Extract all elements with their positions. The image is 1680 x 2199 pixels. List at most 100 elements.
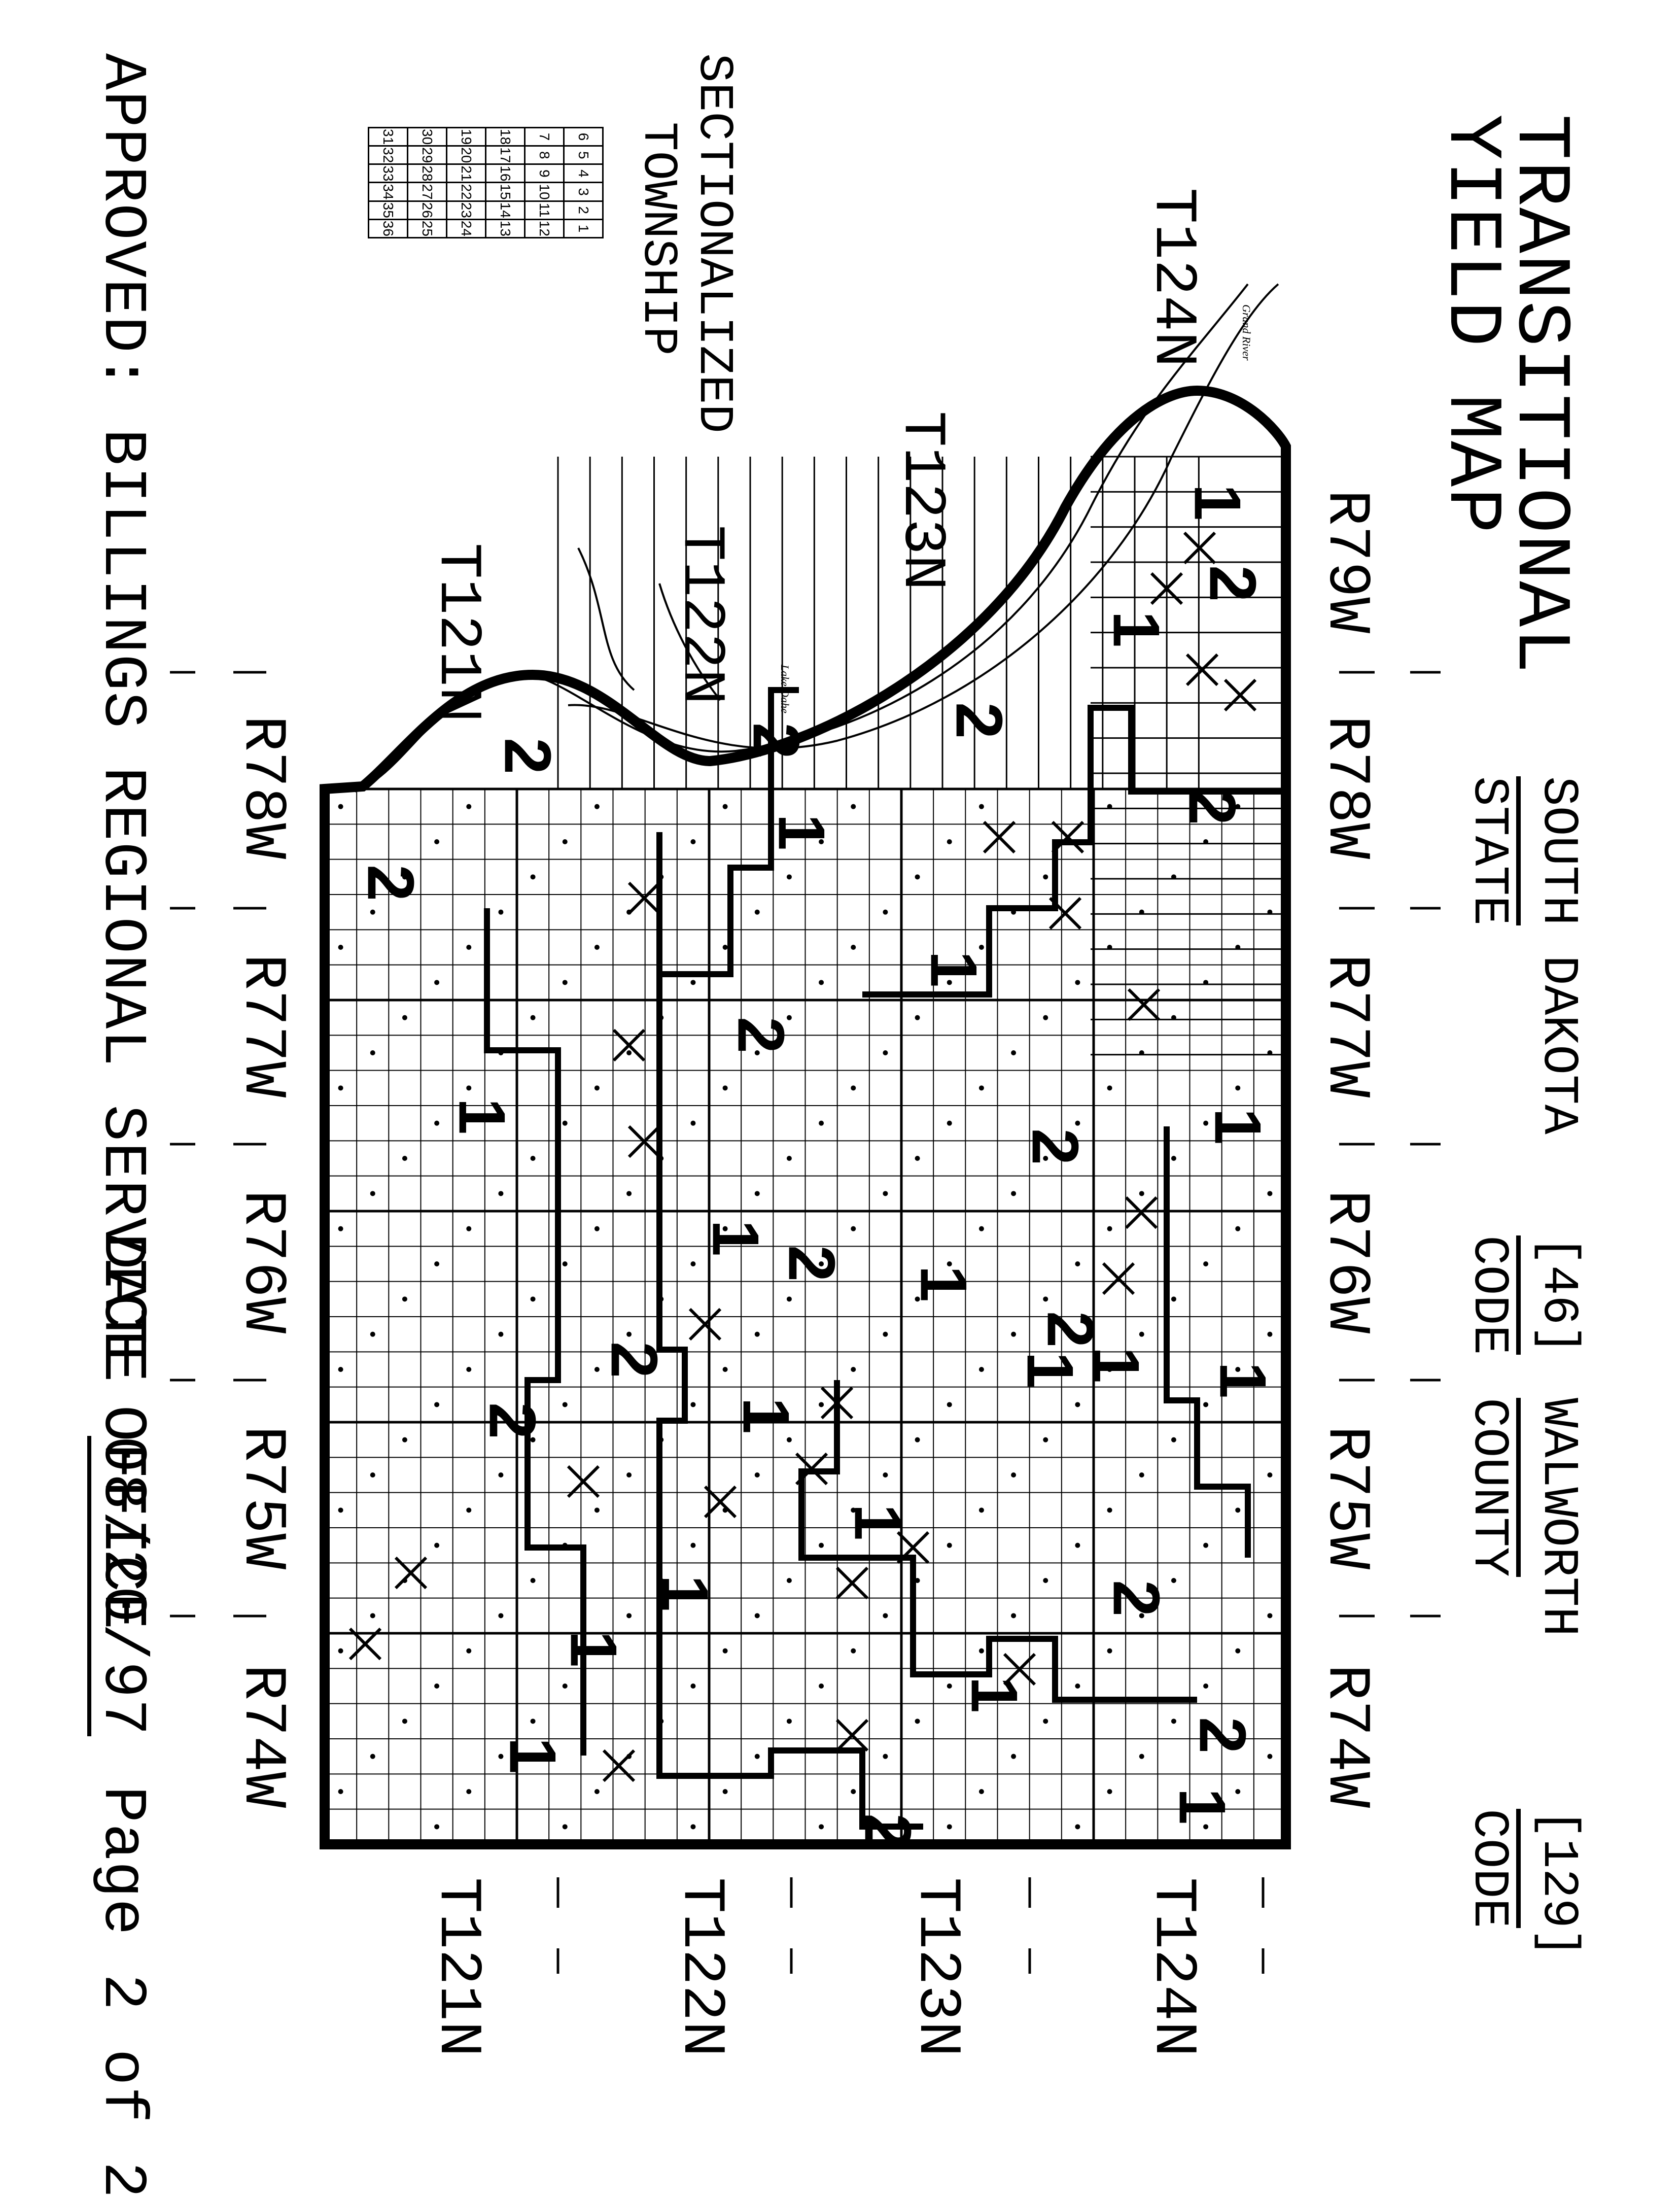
yield-zone-label: 1 [1013, 1352, 1088, 1388]
section-dot [786, 1719, 792, 1724]
section-cross [1223, 678, 1257, 712]
section-dot [498, 1613, 504, 1619]
yield-zone-label: 2 [1196, 565, 1270, 602]
section-dot [978, 1085, 984, 1091]
section-dot [1203, 980, 1209, 985]
section-cross [896, 1531, 930, 1564]
yield-zone-label: 2 [1100, 1580, 1174, 1617]
section-dot [978, 1226, 984, 1231]
section-dot [1107, 1085, 1112, 1091]
zone-boundary [484, 908, 586, 1756]
section-dot [1171, 874, 1176, 880]
section-dot [402, 1719, 407, 1724]
section-cross [688, 1308, 722, 1341]
section-dot [434, 839, 440, 844]
section-dot [722, 1789, 728, 1794]
section-dot [370, 909, 375, 915]
section-dot [434, 1683, 440, 1689]
section-dot [883, 1754, 888, 1759]
section-dot [338, 1789, 343, 1794]
section-dot [1075, 1402, 1080, 1407]
section-dot [1107, 1367, 1112, 1372]
yield-zone-label: 1 [699, 1220, 773, 1256]
section-dot [1075, 1824, 1080, 1830]
section-dot [402, 874, 407, 880]
range-top-r77w: R77W [1312, 954, 1380, 1098]
yield-zone-label: 2 [598, 1342, 672, 1378]
section-cross [1003, 1653, 1036, 1686]
section-dot [1107, 945, 1112, 950]
section-dot [883, 1191, 888, 1196]
section-dot [626, 1331, 632, 1337]
section-dot [498, 1472, 504, 1478]
section-dot [1235, 1367, 1241, 1372]
section-dot [915, 1719, 920, 1724]
section-dot [851, 1648, 856, 1654]
section-dot [530, 1156, 536, 1161]
section-dot [819, 1683, 824, 1689]
section-dot [1075, 980, 1080, 985]
section-dot [1267, 1472, 1273, 1478]
range-bottom-r77w: R77W [228, 954, 296, 1098]
yield-zone-label: 2 [1176, 788, 1250, 825]
section-cross [1127, 988, 1161, 1021]
section-dot [338, 1226, 343, 1231]
yield-zone-label: 1 [496, 1737, 570, 1774]
footer-approved: APPROVED: BILLINGS REGIONAL SERVICE OFFI… [87, 53, 156, 1631]
section-dot [1011, 1754, 1017, 1759]
section-dot [498, 1331, 504, 1337]
section-cross [1048, 897, 1082, 930]
section-dot [978, 1507, 984, 1513]
section-dot [594, 1507, 600, 1513]
section-dot [851, 1367, 856, 1372]
section-cross [704, 1485, 737, 1519]
section-dot [819, 1261, 824, 1266]
section-dot [1267, 1191, 1273, 1196]
section-dot [754, 1472, 760, 1478]
section-dot [915, 1437, 920, 1442]
section-dot [1203, 1683, 1209, 1689]
section-dot [722, 1367, 728, 1372]
yield-zone-label: 2 [724, 1017, 798, 1053]
section-dot [883, 1613, 888, 1619]
section-dot [562, 1824, 568, 1830]
section-dot [722, 1226, 728, 1231]
section-dot [562, 1402, 568, 1407]
yield-zone-label: 2 [942, 702, 1017, 739]
section-dot [1267, 1050, 1273, 1055]
section-dot [786, 1156, 792, 1161]
section-dot [338, 1507, 343, 1513]
section-cross [983, 820, 1016, 854]
section-dot [1107, 1789, 1112, 1794]
yield-zone-label: 2 [1019, 1128, 1093, 1165]
section-dot [562, 1261, 568, 1266]
section-dot [1043, 1156, 1048, 1161]
footer-page: Page 2 of 2 [87, 1786, 156, 2199]
section-cross [1051, 820, 1084, 854]
section-dot [819, 839, 824, 844]
section-dot [786, 1437, 792, 1442]
section-dot [434, 1120, 440, 1126]
section-dot [690, 839, 696, 844]
section-dot [594, 1085, 600, 1091]
section-dot [1107, 1648, 1112, 1654]
section-dot [947, 1824, 952, 1830]
section-dot [1171, 1578, 1176, 1583]
section-dot [978, 1648, 984, 1654]
range-bottom-r78w: R78W [228, 715, 296, 860]
river-label-grand: Grand River [1240, 304, 1253, 361]
section-dot [1267, 1613, 1273, 1619]
section-dot [786, 1578, 792, 1583]
section-dot [370, 1050, 375, 1055]
section-dot [1171, 1156, 1176, 1161]
section-dot [1075, 1542, 1080, 1548]
yield-zone-label: 2 [476, 1402, 550, 1439]
section-dot [434, 1261, 440, 1266]
section-dot [754, 1331, 760, 1337]
section-dot [722, 1648, 728, 1654]
section-dot [1203, 1402, 1209, 1407]
township-top-t122n: T122N [667, 525, 734, 705]
section-cross [567, 1465, 600, 1498]
section-dot [819, 1542, 824, 1548]
yield-zone-label: 1 [1201, 1108, 1275, 1145]
